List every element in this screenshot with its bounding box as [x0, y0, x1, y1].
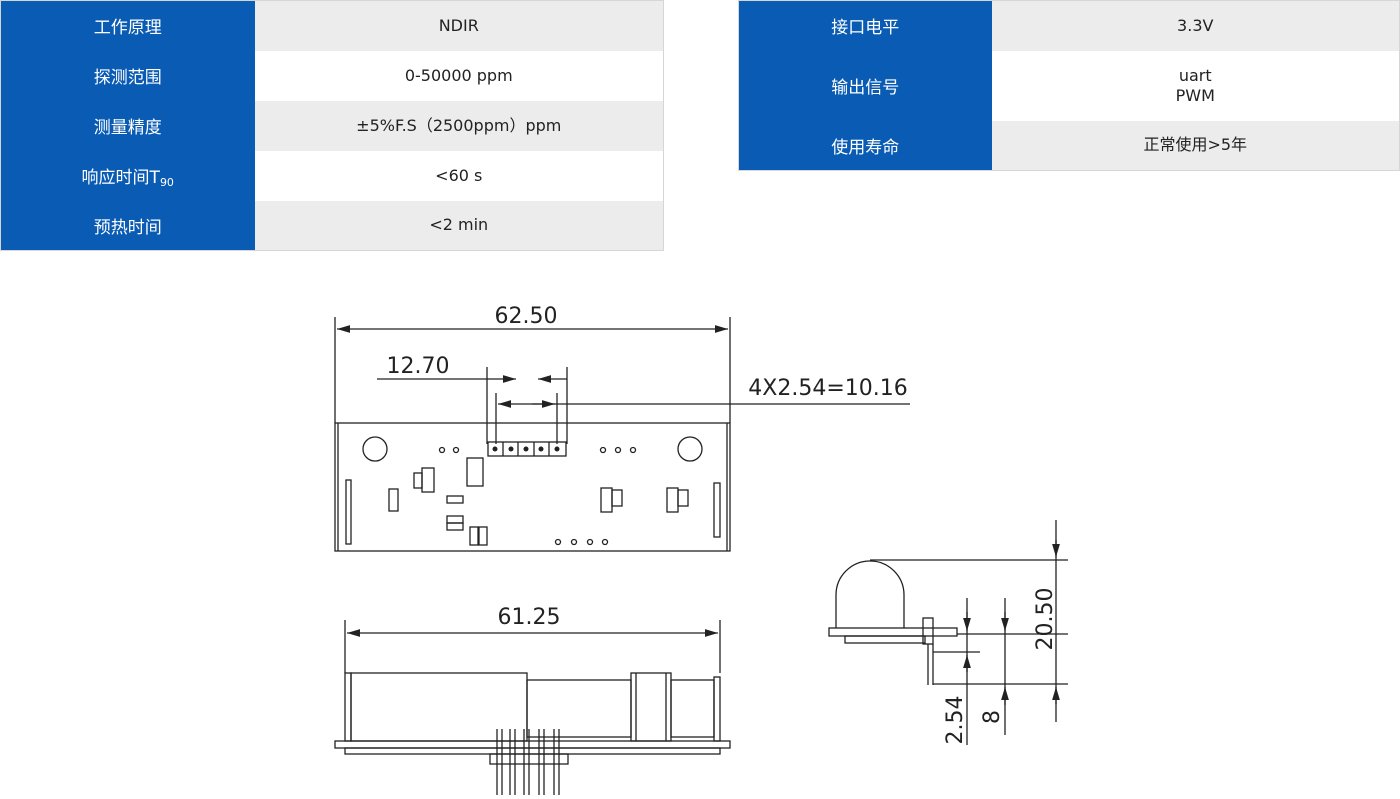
dim-label-pin-spacing: 2.54: [943, 696, 968, 745]
spec-value: 3.3V: [991, 0, 1400, 51]
dim-label-pin-offset: 12.70: [387, 354, 450, 379]
spec-value: <2 min: [254, 200, 664, 251]
spec-label-cell: 响应时间T90: [0, 150, 255, 201]
dim-label-height: 20.50: [1033, 588, 1058, 651]
spec-row: 预热时间 <2 min: [0, 200, 664, 251]
spec-table-left: 工作原理 NDIR 探测范围 0-50000 ppm 测量精度 ±5%F.S（2…: [0, 0, 664, 251]
sensor-front-view: [334, 620, 731, 795]
spec-row: 工作原理 NDIR: [0, 0, 664, 51]
sensor-side-view: [828, 520, 1068, 745]
spec-value-line: uart: [1178, 65, 1212, 85]
spec-value: 正常使用>5年: [991, 120, 1400, 171]
spec-label: 工作原理: [0, 0, 255, 51]
spec-row: 响应时间T90 <60 s: [0, 150, 664, 201]
dim-label-pin-length: 8: [980, 710, 1005, 724]
dim-label-overall-length: 62.50: [495, 304, 558, 329]
spec-label: 测量精度: [0, 100, 255, 151]
spec-label: 输出信号: [738, 50, 992, 121]
spec-label: 探测范围: [0, 50, 255, 101]
spec-value-line: PWM: [1175, 85, 1215, 105]
pcb-top-view: [334, 422, 731, 552]
spec-label-subscript: 90: [159, 175, 174, 189]
dim-label-body-length: 61.25: [498, 605, 561, 630]
spec-table-right: 接口电平 3.3V 输出信号 uart PWM 使用寿命 正常使用>5年: [738, 0, 1400, 171]
spec-value: <60 s: [254, 150, 664, 201]
spec-row: 接口电平 3.3V: [738, 0, 1400, 51]
spec-row: 输出信号 uart PWM: [738, 50, 1400, 121]
spec-value-cell: uart PWM: [991, 50, 1400, 121]
spec-label: 接口电平: [738, 0, 992, 51]
spec-row: 测量精度 ±5%F.S（2500ppm）ppm: [0, 100, 664, 151]
spec-label: 预热时间: [0, 200, 255, 251]
spec-value: 0-50000 ppm: [254, 50, 664, 101]
spec-row: 探测范围 0-50000 ppm: [0, 50, 664, 101]
dimension-lines-top: [334, 317, 910, 444]
spec-label: 响应时间T: [81, 167, 160, 188]
spec-label: 使用寿命: [738, 120, 992, 171]
spec-value: NDIR: [254, 0, 664, 51]
spec-value: ±5%F.S（2500ppm）ppm: [254, 100, 664, 151]
spec-row: 使用寿命 正常使用>5年: [738, 120, 1400, 171]
dim-label-pin-pitch: 4X2.54=10.16: [748, 376, 907, 401]
